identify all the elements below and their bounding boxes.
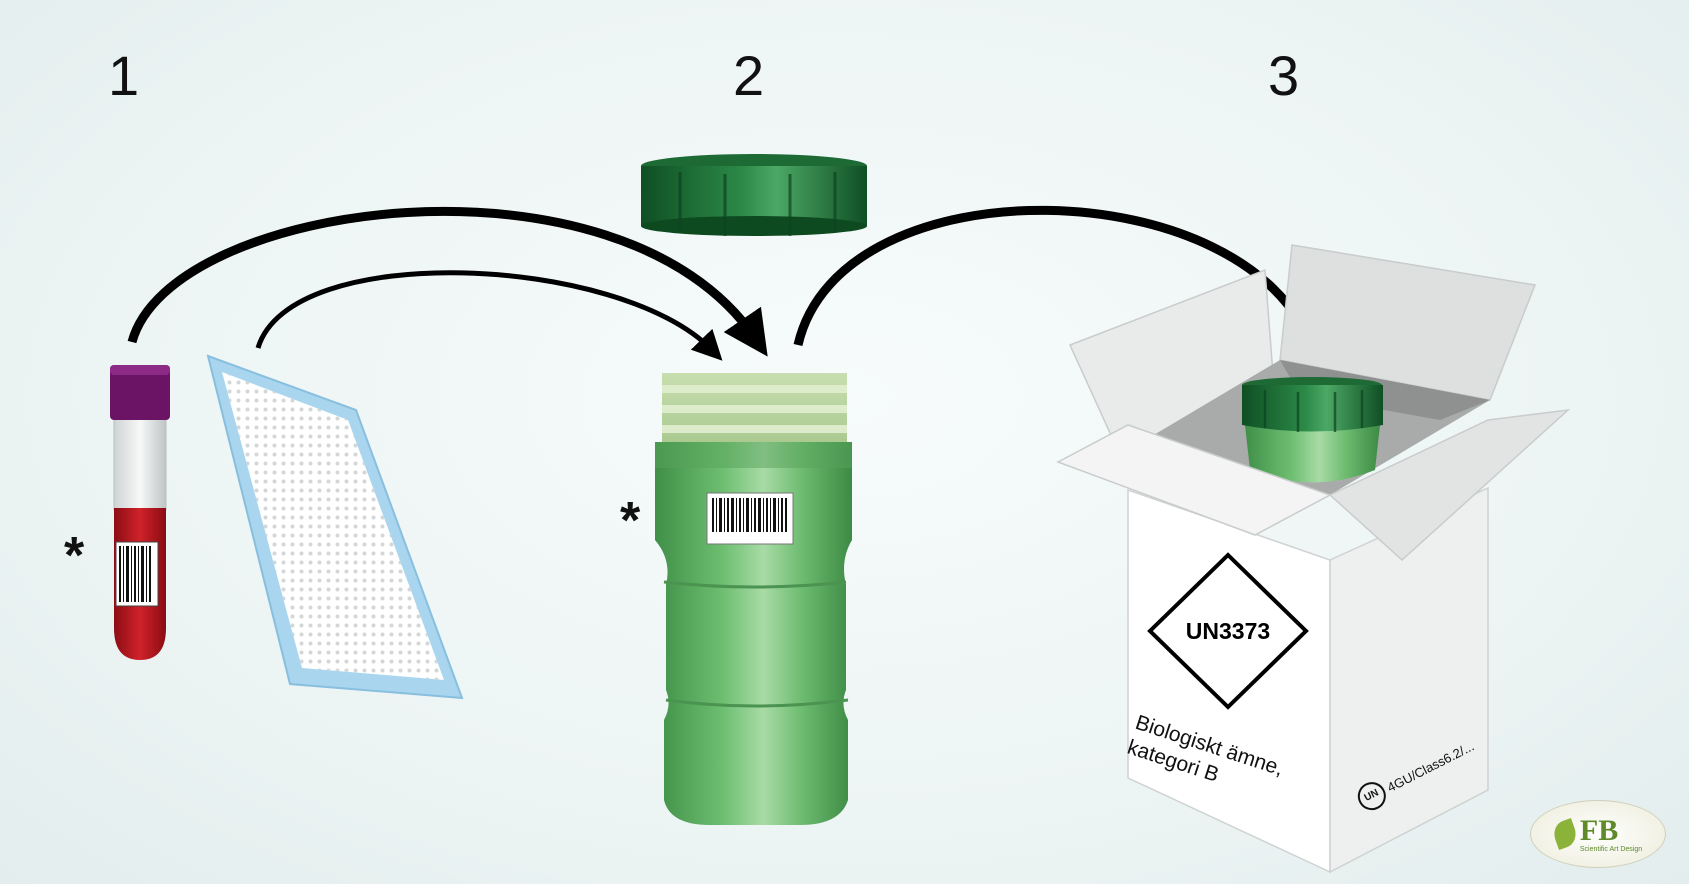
absorbent-pad: [206, 354, 464, 700]
hazard-label-un3373: UN3373: [1185, 618, 1271, 644]
secondary-container: [655, 373, 852, 825]
blood-tube: [110, 365, 170, 660]
step-number-1: 1: [108, 44, 140, 107]
step-number-2: 2: [733, 44, 765, 107]
arrow-tube-to-container: [127, 206, 768, 357]
container-lid: [641, 154, 867, 236]
logo-subtitle: Scientific Art Design: [1579, 845, 1643, 853]
step-number-3: 3: [1268, 44, 1300, 107]
logo-letters: FB: [1579, 813, 1619, 847]
arrow-pad-to-container: [255, 270, 723, 361]
fb-logo: FB Scientific Art Design: [1530, 800, 1666, 868]
asterisk-container: *: [620, 492, 641, 550]
asterisk-tube: *: [64, 527, 85, 585]
leaf-icon: [1550, 818, 1580, 850]
shipping-box: [1056, 244, 1571, 874]
